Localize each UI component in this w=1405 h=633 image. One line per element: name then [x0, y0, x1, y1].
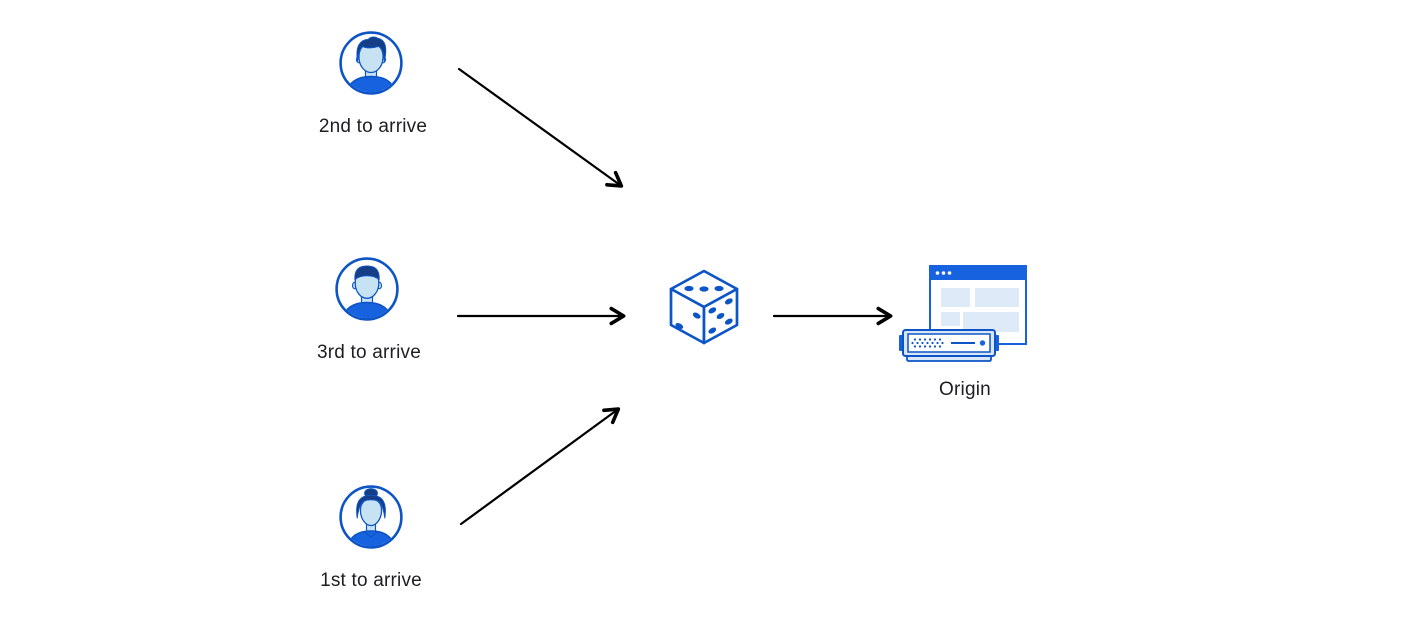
- user-label-first: 1st to arrive: [320, 570, 422, 591]
- dice-icon: [669, 269, 739, 345]
- arrow-user-bottom-to-dice: [459, 407, 621, 526]
- user-label-second: 2nd to arrive: [318, 116, 428, 137]
- user-node-second: [339, 31, 403, 95]
- man-swept-hair-avatar-icon: [339, 31, 403, 95]
- user-node-third: [335, 257, 399, 321]
- dice-node: [668, 268, 740, 346]
- origin-node: [897, 258, 1037, 368]
- user-label-third: 3rd to arrive: [317, 342, 421, 363]
- woman-bun-hair-avatar-icon: [339, 485, 403, 549]
- man-short-hair-avatar-icon: [335, 257, 399, 321]
- origin-server-icon: [899, 265, 1027, 362]
- arrow-user-top-to-dice: [457, 67, 624, 188]
- origin-label: Origin: [939, 379, 991, 400]
- user-node-first: [339, 485, 403, 549]
